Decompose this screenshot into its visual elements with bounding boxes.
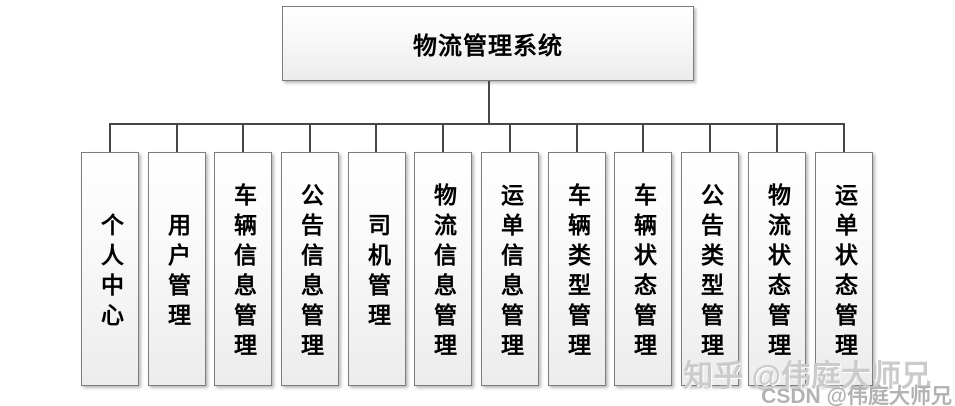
node-driver-management: 司机管理 <box>348 152 406 386</box>
node-user-management: 用户管理 <box>148 152 206 386</box>
connector-horizontal-bus <box>109 123 845 125</box>
node-personal-center: 个人中心 <box>81 152 139 386</box>
node-label: 公告类型管理 <box>697 182 724 363</box>
node-announcement-type-management: 公告类型管理 <box>681 152 739 386</box>
node-label: 司机管理 <box>364 212 391 333</box>
connector-drop-4 <box>309 124 311 153</box>
node-label: 物流状态管理 <box>764 182 791 363</box>
connector-drop-2 <box>176 124 178 153</box>
node-logistics-management-system: 物流管理系统 <box>282 6 694 81</box>
watermark-csdn: CSDN @伟庭大师兄 <box>761 385 952 406</box>
connector-drop-7 <box>509 124 511 153</box>
watermark-zhihu: 知乎 @伟庭大师兄 <box>683 360 931 393</box>
connector-root-stem <box>488 81 490 124</box>
connector-drop-1 <box>109 124 111 153</box>
node-label: 运单信息管理 <box>497 182 524 363</box>
connector-drop-9 <box>642 124 644 153</box>
node-logistics-status-management: 物流状态管理 <box>748 152 806 386</box>
node-label: 用户管理 <box>164 212 191 333</box>
node-vehicle-type-management: 车辆类型管理 <box>548 152 606 386</box>
connector-drop-12 <box>843 124 845 153</box>
node-vehicle-status-management: 车辆状态管理 <box>614 152 672 386</box>
node-waybill-info-management: 运单信息管理 <box>481 152 539 386</box>
node-label: 物流信息管理 <box>430 182 457 363</box>
root-node-label: 物流管理系统 <box>413 33 563 60</box>
connector-drop-11 <box>776 124 778 153</box>
connector-drop-8 <box>576 124 578 153</box>
node-label: 车辆状态管理 <box>630 182 657 363</box>
node-label: 车辆信息管理 <box>230 182 257 363</box>
node-label: 个人中心 <box>97 212 124 333</box>
node-vehicle-info-management: 车辆信息管理 <box>214 152 272 386</box>
connector-drop-6 <box>442 124 444 153</box>
connector-drop-10 <box>709 124 711 153</box>
node-label: 运单状态管理 <box>831 182 858 363</box>
node-waybill-status-management: 运单状态管理 <box>815 152 873 386</box>
node-label: 公告信息管理 <box>297 182 324 363</box>
connector-drop-3 <box>242 124 244 153</box>
node-logistics-info-management: 物流信息管理 <box>414 152 472 386</box>
node-announcement-info-management: 公告信息管理 <box>281 152 339 386</box>
node-label: 车辆类型管理 <box>564 182 591 363</box>
connector-drop-5 <box>375 124 377 153</box>
